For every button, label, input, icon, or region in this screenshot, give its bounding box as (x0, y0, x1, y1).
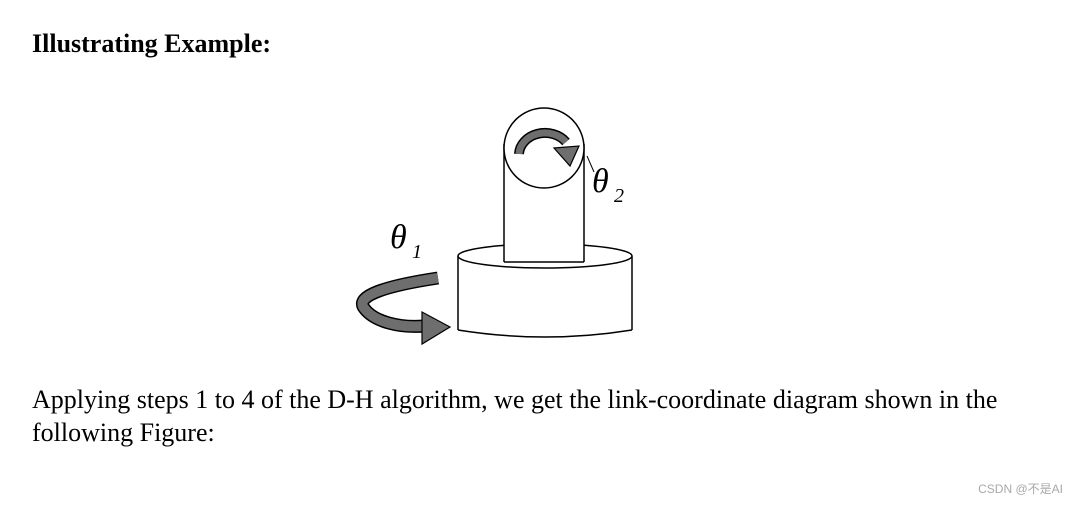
robot-arm-drawing: θ 1 θ 2 (356, 107, 633, 346)
svg-text:1: 1 (412, 241, 422, 263)
svg-text:θ: θ (592, 163, 609, 200)
page-heading: Illustrating Example: (32, 29, 272, 58)
robot-arm-figure: θ 1 θ 2 (340, 96, 660, 356)
watermark-text: CSDN @不是AI (978, 482, 1063, 496)
svg-text:θ: θ (390, 219, 407, 256)
body-paragraph: Applying steps 1 to 4 of the D-H algorit… (32, 385, 998, 447)
joint1-rotation-arrow (356, 271, 452, 346)
theta2-label: θ 2 (586, 155, 624, 207)
svg-text:2: 2 (614, 185, 624, 207)
theta1-label: θ 1 (390, 219, 422, 263)
joint2-rotation-arrow (514, 127, 580, 168)
